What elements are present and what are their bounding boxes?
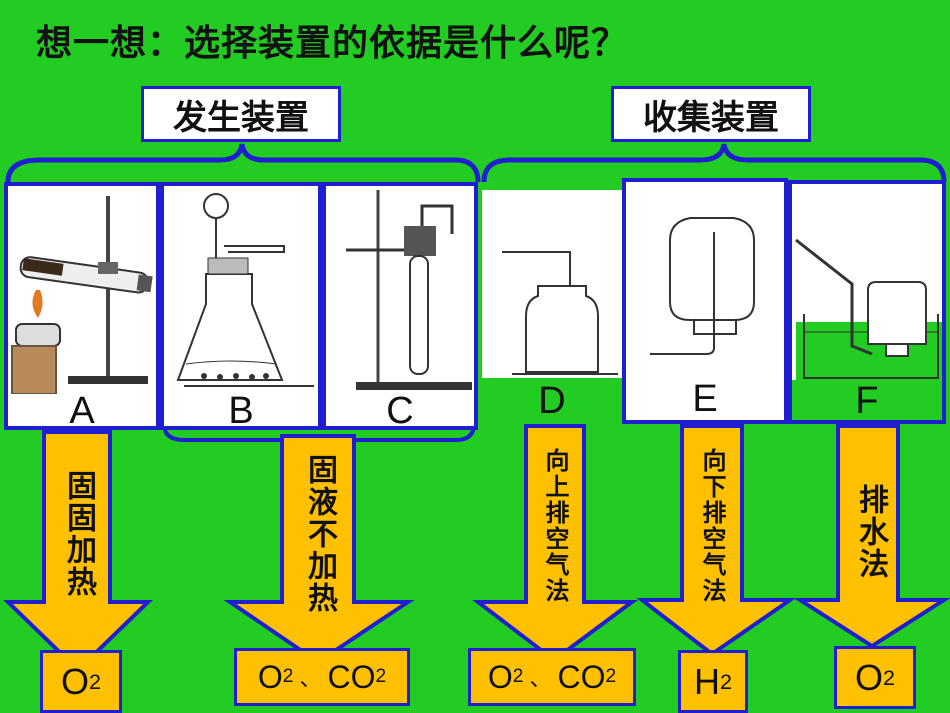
generation-label: 发生装置 [141,86,341,142]
result-bc-sub2: 2 [375,666,387,687]
result-d-formula2: CO [557,658,606,695]
panel-letter-a: A [69,390,95,430]
result-d-formula1: O [487,658,513,695]
result-bc-formula1: O [257,658,283,695]
result-d-sub2: 2 [605,666,617,687]
result-a-formula: O [60,660,89,702]
result-bc-formula2: CO [327,658,376,695]
apparatus-e: E [622,178,788,424]
downward-air-collection-illustration [626,182,784,362]
arrow-text-a: 固固加热 [61,470,96,598]
arrow-text-e: 向下排空气法 [698,448,726,604]
arrow-text-f: 排水法 [853,484,888,580]
result-d-sub1: 2 [512,666,524,687]
collection-label: 收集装置 [611,86,811,142]
panel-letter-f: F [855,380,879,422]
apparatus-f: F [788,180,946,424]
result-bc-separator: 、 [299,666,322,691]
group-braces [5,143,947,183]
result-e-subscript: 2 [719,668,732,694]
arrow-text-bc: 固液不加热 [302,454,337,614]
arrow-e [636,424,797,654]
arrow-d [472,424,639,654]
arrow-text-d: 向上排空气法 [541,448,569,604]
arrow-bc [223,434,415,654]
heating-apparatus-illustration [8,186,156,394]
apparatus-a: A [4,182,160,430]
panel-letter-e: E [692,378,718,420]
flask-funnel-illustration [164,186,318,392]
apparatus-b: B [160,182,322,430]
result-f-formula: O [854,656,883,698]
upward-air-collection-illustration [482,190,622,378]
result-e-formula: H [693,660,720,702]
result-bc-sub1: 2 [282,666,294,687]
panel-letter-b: B [228,390,254,430]
tube-stand-illustration [326,186,474,392]
arrow-a [3,430,153,654]
panel-letter-c: C [386,390,414,430]
result-f-subscript: 2 [883,664,896,690]
page-title: 想一想：选择装置的依据是什么呢？ [36,23,629,64]
apparatus-c: C [322,182,478,430]
result-a-subscript: 2 [89,668,102,694]
panel-letter-d: D [538,380,566,422]
arrow-f [793,424,950,649]
result-d-separator: 、 [529,666,552,691]
apparatus-d: D [482,182,622,422]
water-displacement-illustration [792,184,942,380]
arrows-layer [3,424,950,654]
